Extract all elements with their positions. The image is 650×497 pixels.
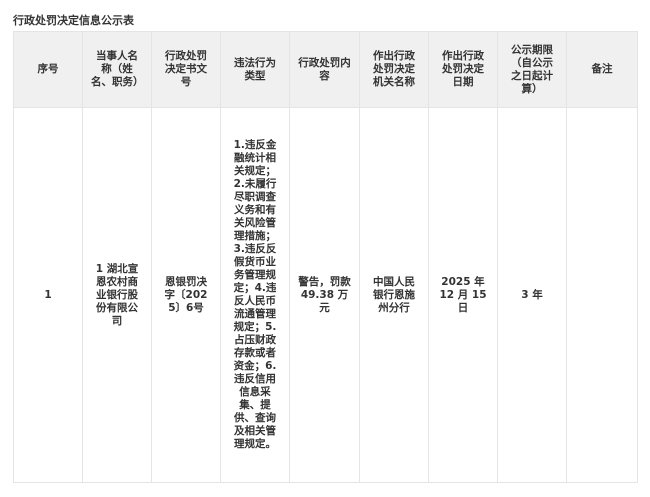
cell-document-no: 恩银罚决字〔2025〕6号 <box>151 107 221 483</box>
cell-disclosure-period: 3 年 <box>497 107 567 483</box>
header-party: 当事人名称（姓名、职务） <box>82 31 152 108</box>
cell-penalty: 警告，罚款49.38 万元 <box>289 107 360 483</box>
header-remarks: 备注 <box>566 31 638 108</box>
header-index: 序号 <box>13 31 83 108</box>
header-disclosure-period: 公示期限（自公示之日起计算） <box>497 31 567 108</box>
header-document-no: 行政处罚决定书文号 <box>151 31 221 108</box>
header-authority: 作出行政处罚决定机关名称 <box>359 31 429 108</box>
page-title: 行政处罚决定信息公示表 <box>13 14 134 27</box>
table-row: 1 1 湖北宣恩农村商业银行股份有限公司 恩银罚决字〔2025〕6号 1.违反金… <box>13 107 638 483</box>
penalty-disclosure-table: 序号 当事人名称（姓名、职务） 行政处罚决定书文号 违法行为类型 行政处罚内容 … <box>13 31 638 483</box>
header-violation-type: 违法行为类型 <box>220 31 290 108</box>
cell-violations: 1.违反金融统计相关规定；2.未履行尽职调查义务和有关风险管理措施；3.违反反假… <box>220 107 290 483</box>
cell-authority: 中国人民银行恩施州分行 <box>359 107 429 483</box>
table-header-row: 序号 当事人名称（姓名、职务） 行政处罚决定书文号 违法行为类型 行政处罚内容 … <box>13 31 638 108</box>
cell-index: 1 <box>13 107 83 483</box>
cell-decision-date: 2025 年 12 月 15 日 <box>428 107 498 483</box>
cell-remarks <box>566 107 638 483</box>
cell-party: 1 湖北宣恩农村商业银行股份有限公司 <box>82 107 152 483</box>
header-decision-date: 作出行政处罚决定日期 <box>428 31 498 108</box>
header-penalty-content: 行政处罚内容 <box>289 31 360 108</box>
